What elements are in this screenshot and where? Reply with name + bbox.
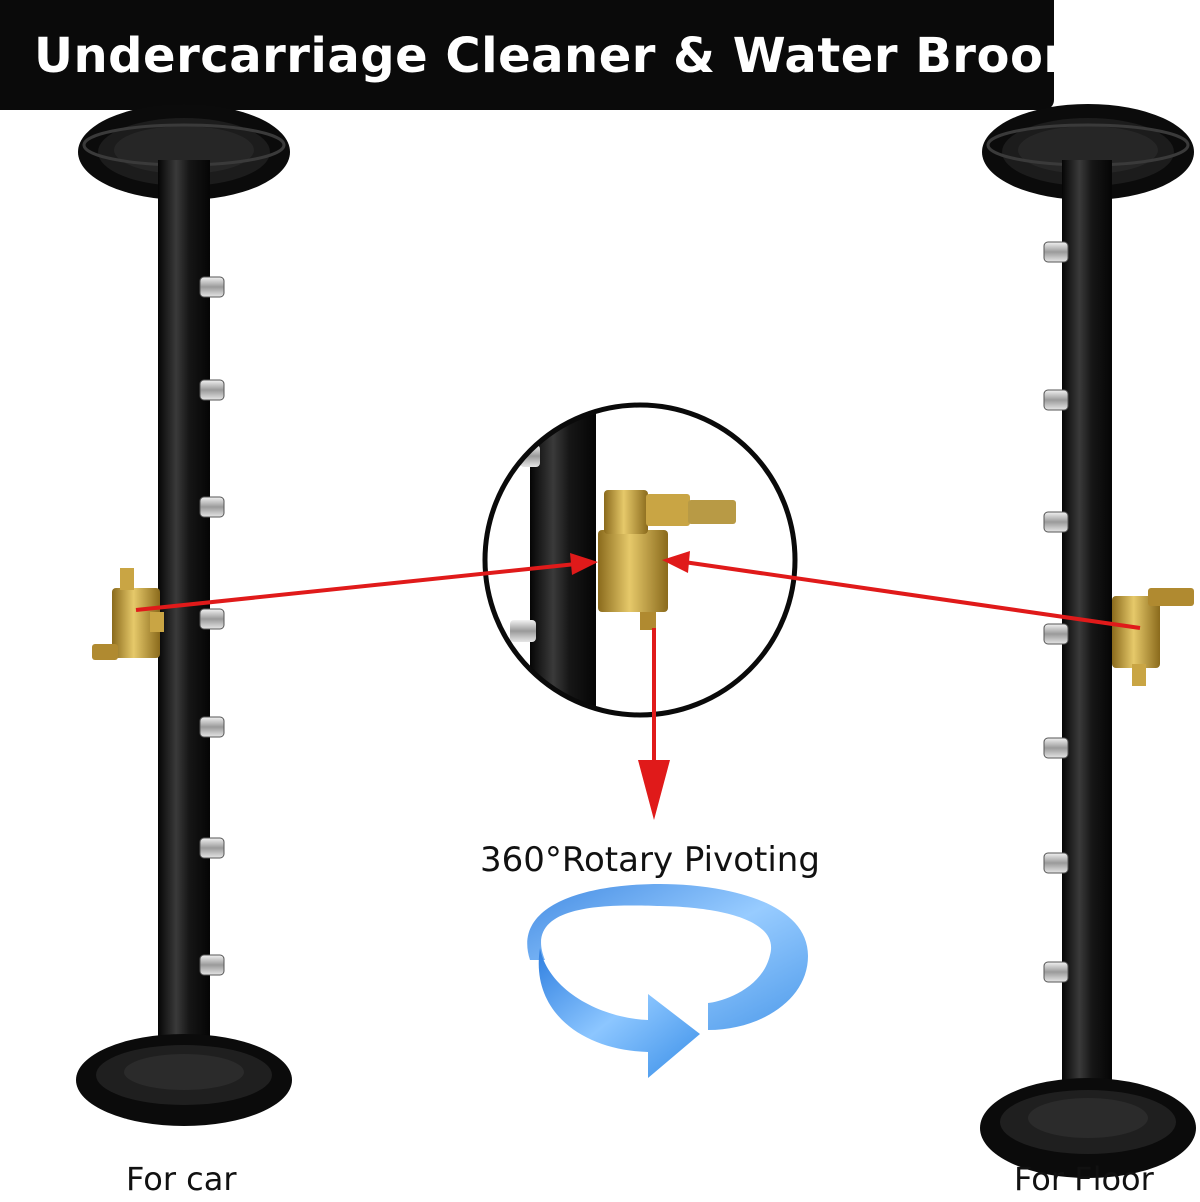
title-banner: Undercarriage Cleaner & Water Broom bbox=[0, 0, 1093, 110]
right-top-wheel bbox=[982, 104, 1194, 200]
red-pointer-arrows bbox=[135, 551, 1141, 820]
right-nozzles bbox=[1043, 241, 1069, 983]
left-water-broom bbox=[76, 104, 292, 1126]
right-bottom-wheel bbox=[980, 1078, 1196, 1178]
left-caption: For car bbox=[126, 1160, 237, 1198]
rotation-arrow-icon bbox=[527, 884, 808, 1078]
right-caption: For Floor bbox=[1014, 1160, 1154, 1198]
zoom-detail-circle bbox=[482, 402, 798, 718]
right-brass-swivel bbox=[1112, 588, 1194, 686]
left-nozzles bbox=[199, 276, 225, 976]
left-top-wheel bbox=[78, 104, 290, 200]
left-brass-swivel bbox=[92, 568, 164, 660]
left-bottom-wheel bbox=[76, 1034, 292, 1126]
title: Undercarriage Cleaner & Water Broom bbox=[34, 28, 1094, 84]
feature-label: 360°Rotary Pivoting bbox=[480, 840, 820, 880]
right-water-broom bbox=[980, 104, 1196, 1178]
